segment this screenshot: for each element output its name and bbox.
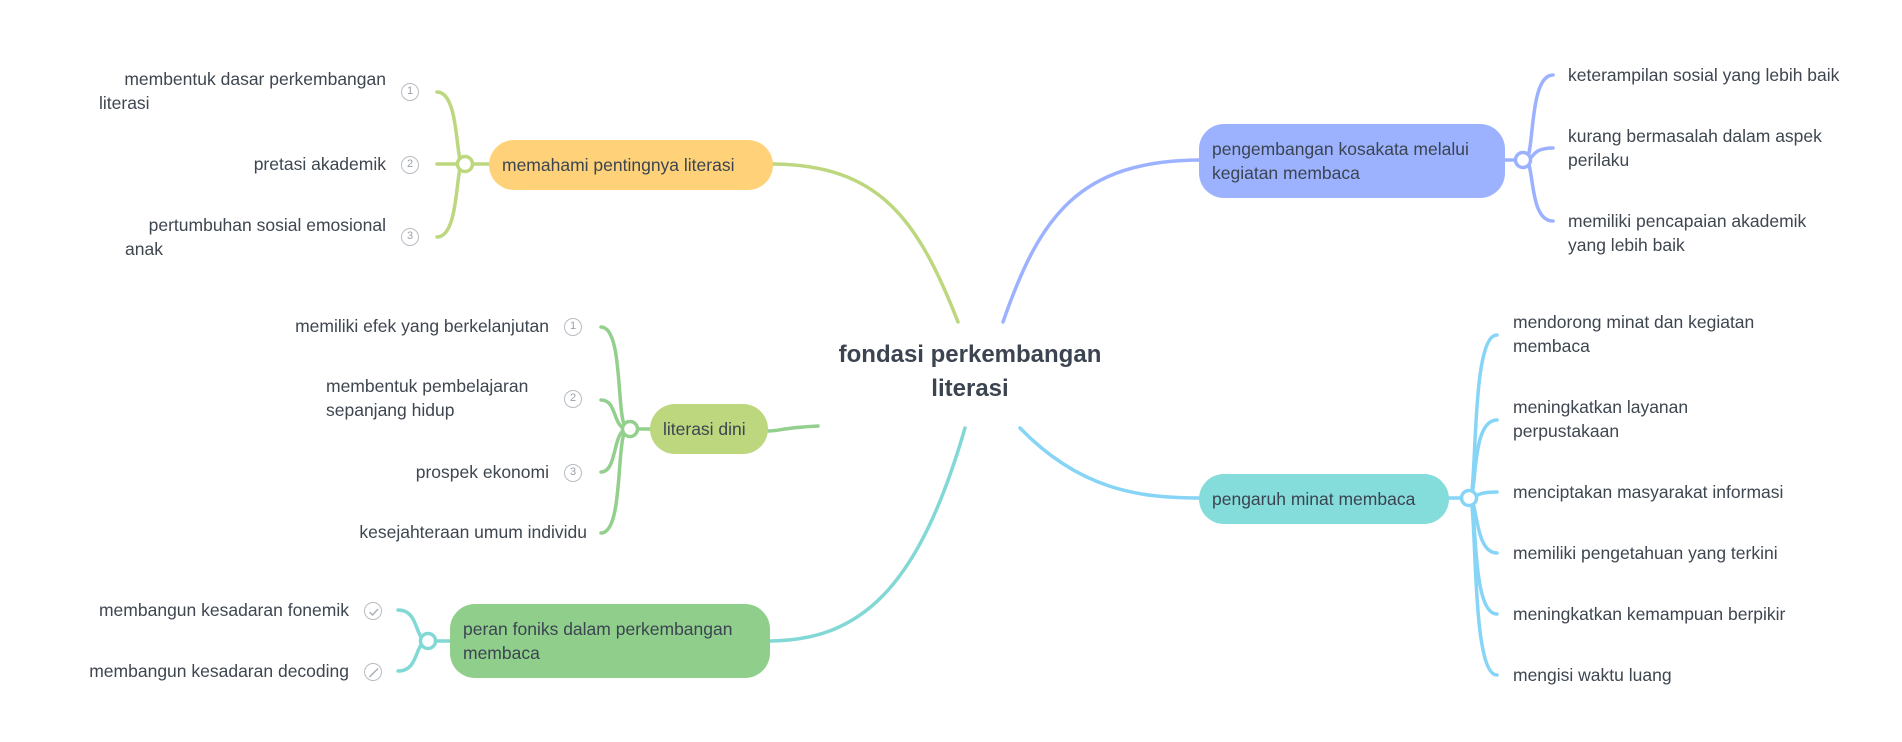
branch-label: memahami pentingnya literasi: [502, 155, 735, 175]
leaf-membentuk-dasar[interactable]: membentuk dasar perkembangan: [124, 67, 386, 91]
leaf-kesejahteraan[interactable]: kesejahteraan umum individu: [359, 520, 587, 544]
collapse-dini-knob[interactable]: [620, 419, 640, 439]
branch-literasi-dini[interactable]: literasi dini: [650, 404, 768, 454]
leaf-pembelajaran-sepanjang-hidup[interactable]: membentuk pembelajaran sepanjang hidup: [326, 374, 528, 422]
leaf-kesadaran-decoding[interactable]: membangun kesadaran decoding: [89, 659, 349, 683]
leaf-kemampuan-berpikir[interactable]: meningkatkan kemampuan berpikir: [1513, 602, 1785, 626]
leaf-line: sepanjang hidup: [326, 400, 455, 420]
leaf-pertumbuhan-sosial[interactable]: pertumbuhan sosial emosional: [149, 213, 386, 237]
edge-kosakata-leaf-3: [1523, 158, 1555, 223]
central-topic-line-2: literasi: [931, 375, 1009, 402]
collapse-memahami-knob[interactable]: [455, 154, 475, 174]
leaf-masyarakat-informasi[interactable]: menciptakan masyarakat informasi: [1513, 480, 1783, 504]
leaf-efek-berkelanjutan[interactable]: memiliki efek yang berkelanjutan: [295, 314, 549, 338]
branch-pengaruh-minat-membaca[interactable]: pengaruh minat membaca: [1199, 474, 1449, 524]
collapse-foniks-knob[interactable]: [418, 631, 438, 651]
leaf-line: perpustakaan: [1513, 421, 1620, 441]
leaf-pretasi-akademik[interactable]: pretasi akademik: [254, 152, 386, 176]
edge-central-minat: [1018, 426, 1201, 500]
priority-2-icon: 2: [564, 390, 582, 408]
collapse-kosakata-knob[interactable]: [1513, 150, 1533, 170]
leaf-line: meningkatkan layanan: [1513, 397, 1689, 417]
edge-minat-leaf-6: [1467, 496, 1499, 677]
branch-peran-foniks[interactable]: peran foniks dalam perkembangan membaca: [450, 604, 770, 678]
check-circle-icon: [364, 602, 382, 620]
cancel-circle-icon: [364, 663, 382, 681]
branch-label-line-2: kegiatan membaca: [1212, 163, 1360, 183]
leaf-line: literasi: [99, 93, 150, 113]
branch-label: pengembangan kosakata melalui kegiatan m…: [1212, 137, 1469, 185]
edge-dini-leaf-4: [599, 427, 630, 535]
leaf-line: perilaku: [1568, 150, 1630, 170]
leaf-line: memiliki pengetahuan yang terkini: [1513, 543, 1778, 563]
leaf-line: yang lebih baik: [1568, 235, 1685, 255]
leaf-line: mengisi waktu luang: [1513, 665, 1672, 685]
branch-label: peran foniks dalam perkembangan membaca: [463, 617, 732, 665]
priority-1-icon: 1: [564, 318, 582, 336]
leaf-pengetahuan-terkini[interactable]: memiliki pengetahuan yang terkini: [1513, 541, 1778, 565]
leaf-line: meningkatkan kemampuan berpikir: [1513, 604, 1786, 624]
leaf-line: kurang bermasalah dalam aspek: [1568, 126, 1822, 146]
leaf-kurang-bermasalah[interactable]: kurang bermasalah dalam aspek perilaku: [1568, 124, 1822, 172]
edge-central-foniks: [768, 426, 967, 643]
leaf-line: membangun kesadaran fonemik: [98, 600, 349, 620]
leaf-line: membangun kesadaran decoding: [89, 661, 349, 681]
leaf-line: memiliki efek yang berkelanjutan: [295, 316, 549, 336]
branch-pengembangan-kosakata[interactable]: pengembangan kosakata melalui kegiatan m…: [1199, 124, 1505, 198]
leaf-keterampilan-sosial[interactable]: keterampilan sosial yang lebih baik: [1568, 63, 1839, 87]
edge-memahami-leaf-3: [435, 162, 465, 239]
leaf-pencapaian-akademik[interactable]: memiliki pencapaian akademik yang lebih …: [1568, 209, 1806, 257]
branch-memahami-pentingnya-literasi[interactable]: memahami pentingnya literasi: [489, 140, 773, 190]
leaf-layanan-perpustakaan[interactable]: meningkatkan layanan perpustakaan: [1513, 395, 1688, 443]
leaf-line: pretasi akademik: [253, 154, 386, 174]
central-topic-line-1: fondasi perkembangan: [838, 341, 1102, 368]
leaf-line: prospek ekonomi: [415, 462, 549, 482]
leaf-line: membentuk pembelajaran: [326, 376, 529, 396]
leaf-line: menciptakan masyarakat informasi: [1513, 482, 1784, 502]
branch-label: literasi dini: [663, 419, 746, 439]
edge-central-memahami: [771, 162, 960, 324]
leaf-kesadaran-fonemik[interactable]: membangun kesadaran fonemik: [99, 598, 349, 622]
priority-1-icon: 1: [401, 83, 419, 101]
leaf-membentuk-dasar-cont: literasi: [99, 91, 150, 115]
leaf-line: pertumbuhan sosial emosional: [148, 215, 386, 235]
leaf-line: kesejahteraan umum individu: [359, 522, 587, 542]
branch-label-line-1: pengembangan kosakata melalui: [1212, 139, 1469, 159]
leaf-mendorong-minat[interactable]: mendorong minat dan kegiatan membaca: [1513, 310, 1754, 358]
branch-label-line-1: peran foniks dalam perkembangan: [463, 619, 733, 639]
leaf-line: memiliki pencapaian akademik: [1568, 211, 1807, 231]
central-topic[interactable]: fondasi perkembangan literasi: [820, 338, 1120, 406]
leaf-prospek-ekonomi[interactable]: prospek ekonomi: [416, 460, 549, 484]
leaf-line: membaca: [1513, 336, 1590, 356]
leaf-line: membentuk dasar perkembangan: [124, 69, 386, 89]
leaf-line: anak: [125, 239, 163, 259]
priority-3-icon: 3: [564, 464, 582, 482]
priority-2-icon: 2: [401, 156, 419, 174]
branch-label: pengaruh minat membaca: [1212, 489, 1416, 509]
leaf-line: keterampilan sosial yang lebih baik: [1568, 65, 1840, 85]
leaf-pertumbuhan-sosial-cont: anak: [125, 237, 163, 261]
edge-memahami-leaf-1: [435, 90, 465, 166]
edge-central-kosakata: [1001, 158, 1201, 324]
leaf-waktu-luang[interactable]: mengisi waktu luang: [1513, 663, 1672, 687]
branch-label-line-2: membaca: [463, 643, 540, 663]
leaf-line: mendorong minat dan kegiatan: [1513, 312, 1755, 332]
edge-central-dini: [766, 424, 820, 433]
collapse-minat-knob[interactable]: [1459, 488, 1479, 508]
priority-3-icon: 3: [401, 228, 419, 246]
